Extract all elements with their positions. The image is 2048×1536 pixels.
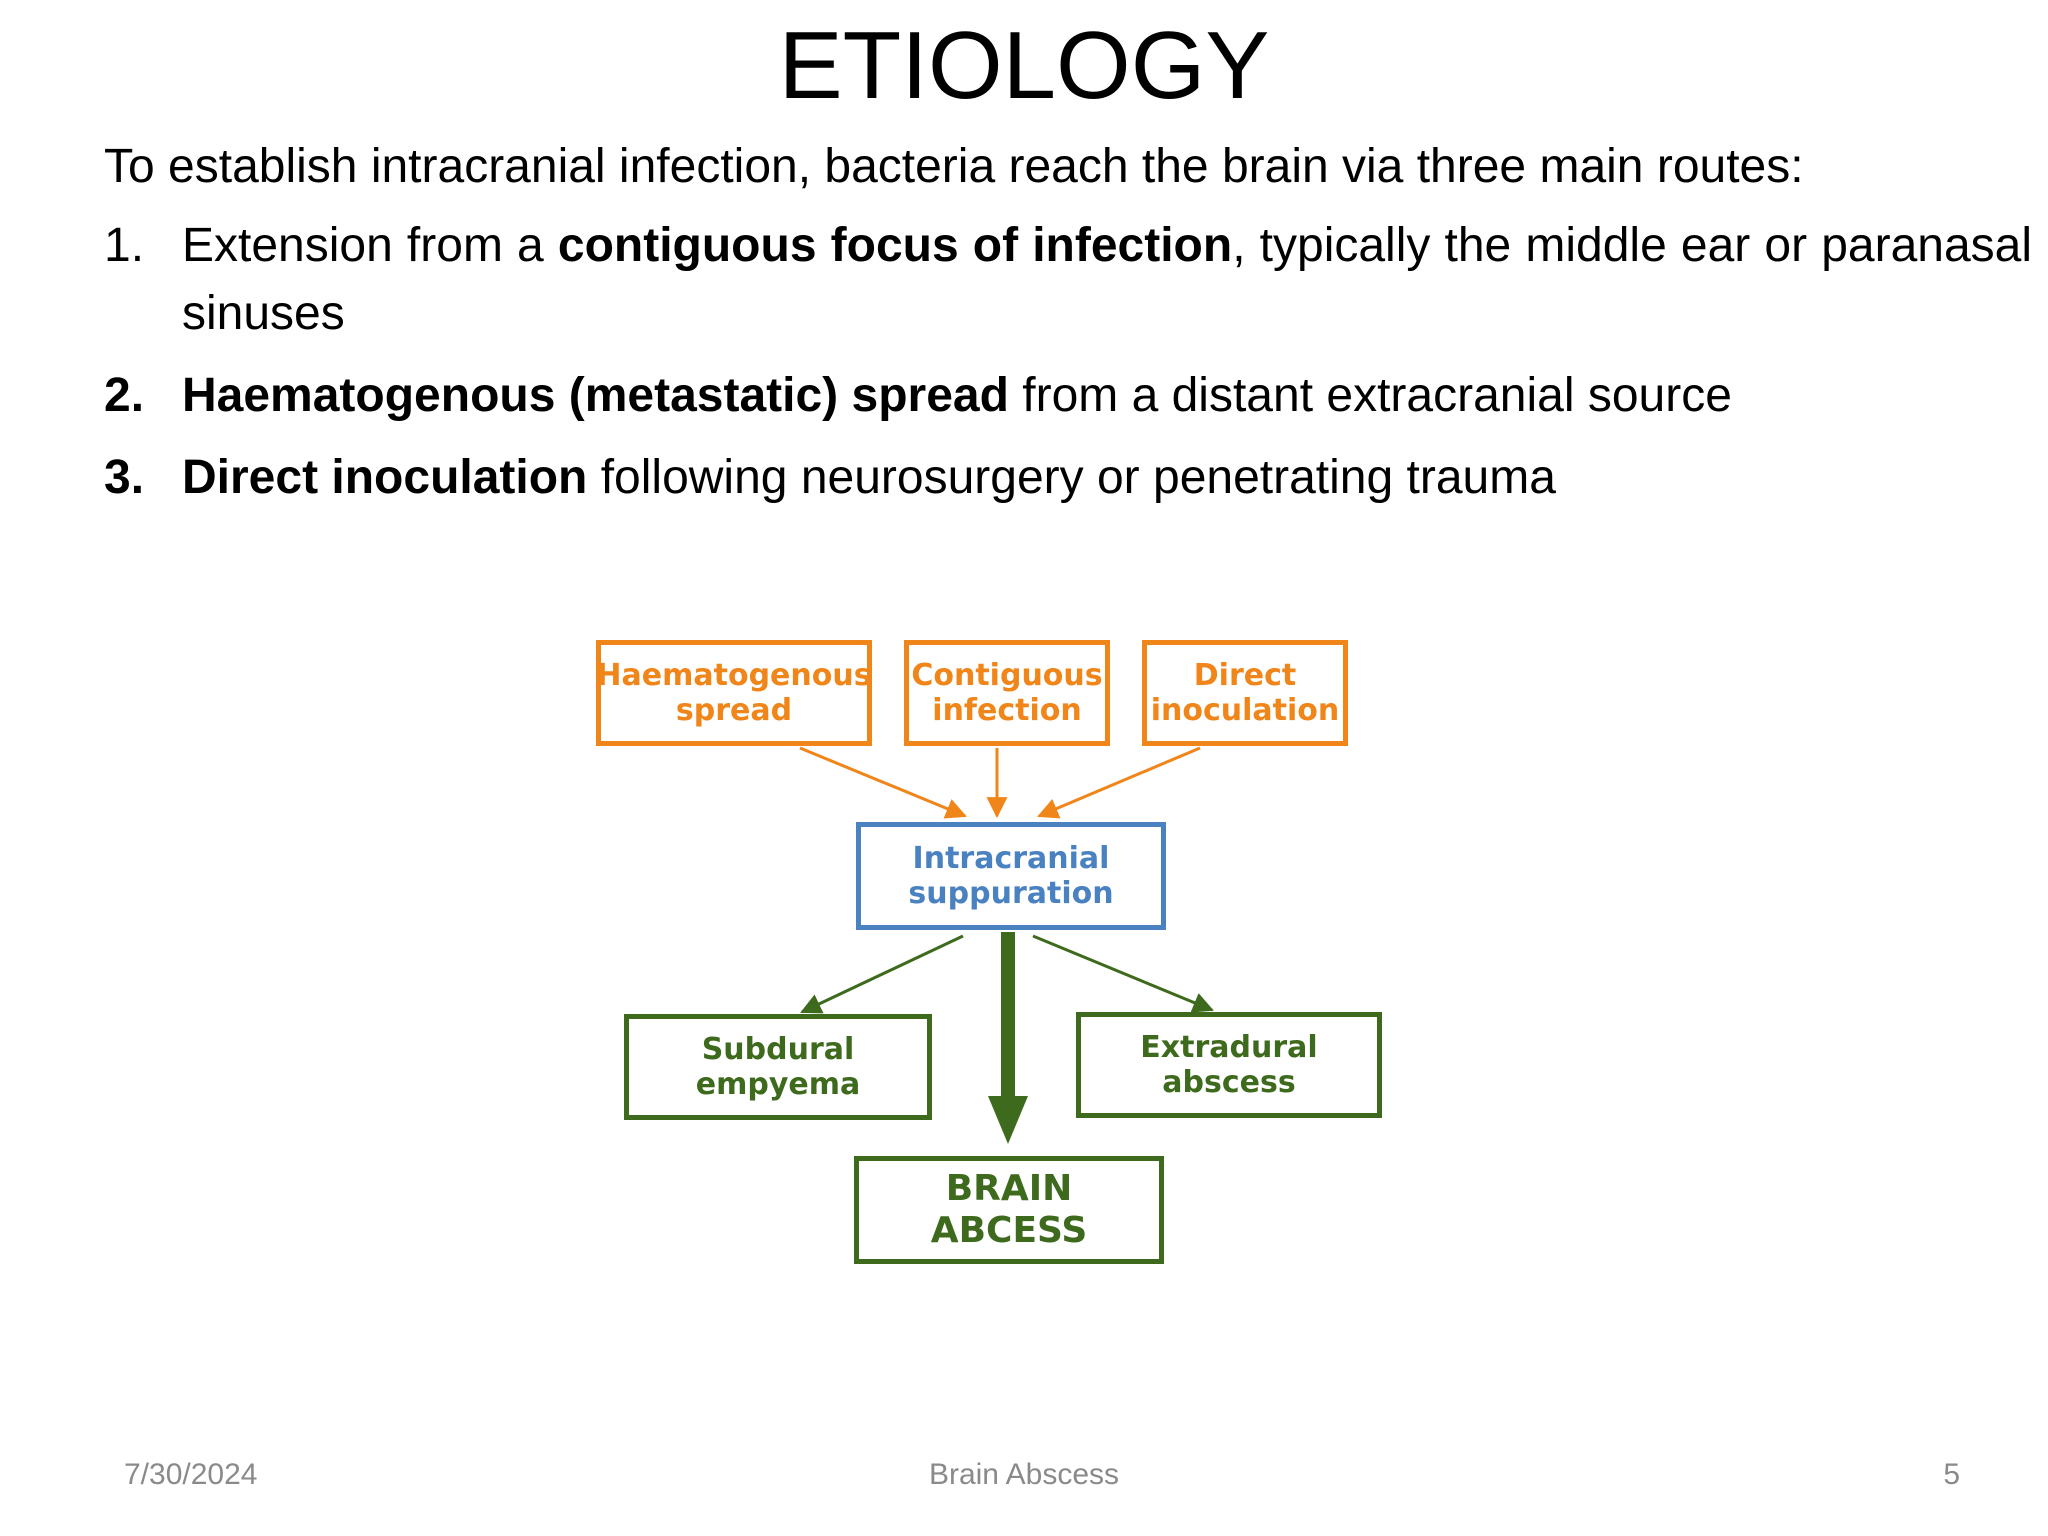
route-text-bold: Haematogenous (metastatic) spread (182, 369, 1009, 422)
node-intracranial-suppuration: Intracranial suppuration (856, 822, 1166, 930)
node-subdural-empyema: Subdural empyema (624, 1014, 932, 1120)
node-contiguous-infection: Contiguous infection (904, 640, 1110, 746)
node-direct-inoculation: Direct inoculation (1142, 640, 1348, 746)
slide-title: ETIOLOGY (778, 12, 1270, 119)
route-text-bold: contiguous focus of infection (557, 219, 1233, 272)
arrow-haematogenous-to-center (799, 746, 967, 819)
footer-title: Brain Abscess (928, 1458, 1120, 1491)
node-brain-abscess: BRAIN ABCESS (854, 1156, 1164, 1264)
arrow-direct-to-center (1037, 746, 1201, 819)
routes-list: 1. Extension from a contiguous focus of … (104, 212, 2032, 526)
route-item-2: 2. Haematogenous (metastatic) spread fro… (104, 362, 2032, 430)
route-text: Extension from a contiguous focus of inf… (182, 212, 2032, 348)
diagram-connectors (799, 746, 1214, 1144)
arrow-center-to-brain-abscess-head (988, 1096, 1028, 1144)
route-number: 2. (104, 369, 145, 422)
route-text-rest: from a distant extracranial source (1008, 369, 1732, 422)
node-label: BRAIN ABCESS (930, 1168, 1088, 1251)
node-label: Haematogenous spread (596, 658, 872, 728)
route-text-bold: Direct inoculation (182, 451, 588, 504)
route-text-lead: Extension from a (182, 219, 558, 272)
route-text: Direct inoculation following neurosurger… (182, 444, 2032, 512)
node-haematogenous-spread: Haematogenous spread (596, 640, 872, 746)
node-label: Intracranial suppuration (908, 841, 1114, 911)
route-item-3: 3. Direct inoculation following neurosur… (104, 444, 2032, 512)
etiology-flow-diagram: Haematogenous spread Contiguous infectio… (580, 630, 1400, 1270)
route-item-1: 1. Extension from a contiguous focus of … (104, 212, 2032, 348)
route-number: 3. (104, 451, 145, 504)
arrow-center-to-subdural (800, 934, 964, 1014)
route-text: Haematogenous (metastatic) spread from a… (182, 362, 2032, 430)
node-label: Subdural empyema (695, 1032, 861, 1102)
arrow-center-to-extradural (1032, 934, 1214, 1013)
node-label: Direct inoculation (1150, 658, 1340, 728)
route-text-rest: , typically the middle ear or paranasal … (182, 219, 2033, 340)
footer-date: 7/30/2024 (124, 1458, 258, 1491)
route-number: 1. (104, 219, 145, 272)
node-extradural-abscess: Extradural abscess (1076, 1012, 1382, 1118)
node-label: Contiguous infection (911, 658, 1103, 728)
node-label: Extradural abscess (1140, 1030, 1318, 1100)
route-text-rest: following neurosurgery or penetrating tr… (587, 451, 1556, 504)
intro-text: To establish intracranial infection, bac… (104, 140, 1804, 193)
footer-page-number: 5 (1943, 1458, 1960, 1491)
